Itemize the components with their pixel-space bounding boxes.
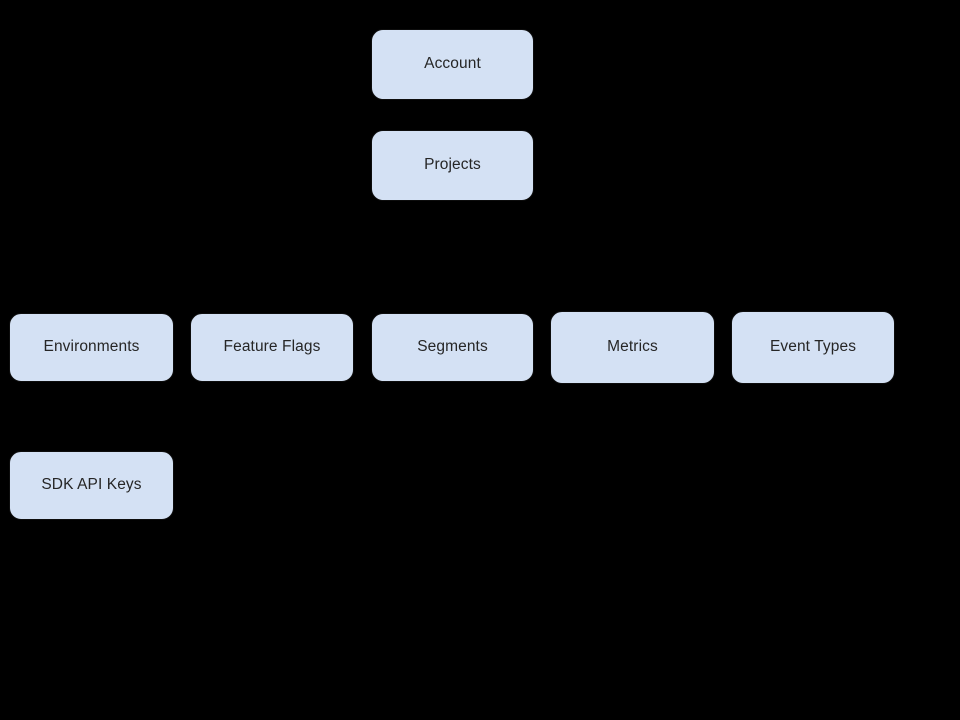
node-account[interactable]: Account bbox=[371, 29, 534, 100]
node-label-sdk-api-keys: SDK API Keys bbox=[41, 476, 142, 494]
node-label-metrics: Metrics bbox=[607, 338, 658, 356]
node-label-account: Account bbox=[424, 55, 481, 73]
node-label-environments: Environments bbox=[43, 338, 140, 356]
node-sdk-api-keys[interactable]: SDK API Keys bbox=[9, 451, 174, 520]
node-label-feature-flags: Feature Flags bbox=[223, 338, 321, 356]
node-label-event-types: Event Types bbox=[769, 338, 857, 356]
node-segments[interactable]: Segments bbox=[371, 313, 534, 382]
node-label-segments: Segments bbox=[417, 338, 488, 356]
node-event-types[interactable]: Event Types bbox=[731, 311, 895, 384]
node-feature-flags[interactable]: Feature Flags bbox=[190, 313, 354, 382]
node-projects[interactable]: Projects bbox=[371, 130, 534, 201]
node-metrics[interactable]: Metrics bbox=[550, 311, 715, 384]
node-label-projects: Projects bbox=[424, 156, 481, 174]
node-environments[interactable]: Environments bbox=[9, 313, 174, 382]
